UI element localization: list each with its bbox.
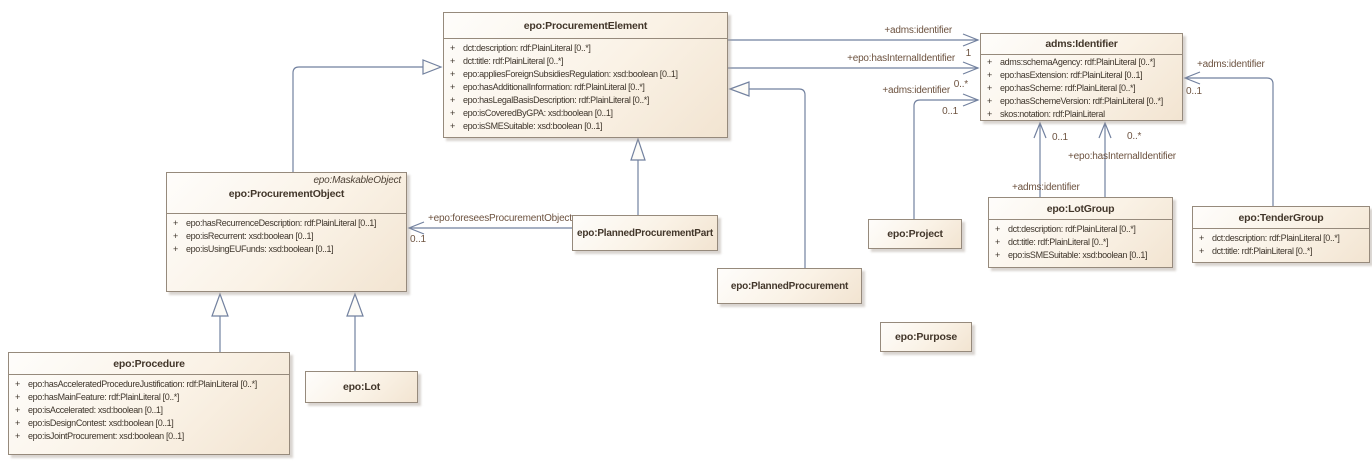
attribute-row: +epo:hasScheme: rdf:PlainLiteral [0..*] <box>987 83 1136 93</box>
class-epo-tender-group[interactable]: epo:TenderGroup +dct:description: rdf:Pl… <box>1192 206 1370 263</box>
attribute-row: +epo:hasLegalBasisDescription: rdf:Plain… <box>450 95 650 105</box>
generalization-procurementobject-to-procurementelement <box>292 59 443 172</box>
attribute-row: +epo:isSMESuitable: xsd:boolean [0..1] <box>450 121 603 131</box>
multiplicity-label: 0..1 <box>1186 86 1203 97</box>
class-epo-procurement-element[interactable]: epo:ProcurementElement +dct:description:… <box>443 12 728 138</box>
association-label: +adms:identifier <box>1012 182 1081 193</box>
class-epo-procedure[interactable]: epo:Procedure +epo:hasAcceleratedProcedu… <box>8 352 290 455</box>
multiplicity-label: 0..* <box>1127 131 1142 142</box>
class-epo-purpose[interactable]: epo:Purpose <box>880 322 972 352</box>
class-epo-lot-group[interactable]: epo:LotGroup +dct:description: rdf:Plain… <box>988 197 1173 268</box>
association-tendergroup-adms-identifier: +adms:identifier 0..1 <box>1183 59 1274 206</box>
attribute-row: +epo:isJointProcurement: xsd:boolean [0.… <box>15 431 184 441</box>
association-label: +adms:identifier <box>884 25 953 36</box>
attribute-row: +dct:title: rdf:PlainLiteral [0..*] <box>450 56 564 66</box>
attribute-row: +dct:description: rdf:PlainLiteral [0..*… <box>995 224 1136 234</box>
class-epo-lot[interactable]: epo:Lot <box>305 371 418 403</box>
class-title: epo:Lot <box>342 381 381 393</box>
attribute-row: +epo:hasAcceleratedProcedureJustificatio… <box>15 379 257 389</box>
attribute-row: +adms:schemaAgency: rdf:PlainLiteral [0.… <box>987 57 1155 67</box>
generalization-lot-to-procurementobject <box>346 292 364 371</box>
generalization-procedure-to-procurementobject <box>211 292 229 352</box>
attribute-row: +epo:hasSchemeVersion: rdf:PlainLiteral … <box>987 96 1163 106</box>
attribute-row: +skos:notation: rdf:PlainLiteral <box>987 109 1105 119</box>
association-lotgroup-hasinternalidentifier: +epo:hasInternalIdentifier 0..* <box>1068 121 1177 197</box>
generalization-plannedprocurementpart-to-procurementelement <box>630 137 646 215</box>
multiplicity-label: 0..1 <box>942 106 959 117</box>
class-epo-procurement-object[interactable]: epo:MaskableObject epo:ProcurementObject… <box>166 172 407 292</box>
attribute-row: +epo:isUsingEUFunds: xsd:boolean [0..1] <box>173 244 334 254</box>
association-label: +epo:foreseesProcurementObject <box>428 213 572 224</box>
association-label: +adms:identifier <box>882 85 951 96</box>
attribute-row: +dct:description: rdf:PlainLiteral [0..*… <box>1199 233 1340 243</box>
class-stereotype: epo:MaskableObject <box>313 175 401 186</box>
multiplicity-label: 0..1 <box>1052 132 1069 143</box>
multiplicity-label: 0..* <box>954 79 969 90</box>
attribute-row: +dct:title: rdf:PlainLiteral [0..*] <box>995 237 1109 247</box>
attribute-compartment: +adms:schemaAgency: rdf:PlainLiteral [0.… <box>981 55 1182 121</box>
generalization-plannedprocurement-to-procurementelement <box>728 81 806 268</box>
attribute-compartment: +epo:hasAcceleratedProcedureJustificatio… <box>9 375 289 443</box>
attribute-row: +epo:isSMESuitable: xsd:boolean [0..1] <box>995 250 1148 260</box>
association-project-adms-identifier: +adms:identifier 0..1 <box>882 85 980 219</box>
class-epo-planned-procurement[interactable]: epo:PlannedProcurement <box>717 268 862 304</box>
attribute-row: +epo:hasExtension: rdf:PlainLiteral [0..… <box>987 70 1143 80</box>
attribute-compartment: +dct:description: rdf:PlainLiteral [0..*… <box>989 220 1172 262</box>
multiplicity-label: 0..1 <box>410 234 427 245</box>
class-title: epo:Purpose <box>895 331 957 343</box>
attribute-row: +dct:title: rdf:PlainLiteral [0..*] <box>1199 246 1313 256</box>
class-adms-identifier[interactable]: adms:Identifier +adms:schemaAgency: rdf:… <box>980 33 1183 121</box>
attribute-row: +epo:hasMainFeature: rdf:PlainLiteral [0… <box>15 392 180 402</box>
attribute-row: +epo:isCoveredByGPA: xsd:boolean [0..1] <box>450 108 613 118</box>
class-title: epo:Project <box>887 228 943 240</box>
multiplicity-label: 1 <box>966 48 972 59</box>
association-label: +epo:hasInternalIdentifier <box>1068 151 1177 162</box>
association-label: +adms:identifier <box>1197 59 1266 70</box>
association-label: +epo:hasInternalIdentifier <box>847 53 956 64</box>
attribute-compartment: +dct:description: rdf:PlainLiteral [0..*… <box>444 39 727 133</box>
association-plannedprocurementpart-foreseesprocurementobject: +epo:foreseesProcurementObject 0..1 <box>407 213 572 245</box>
attribute-row: +epo:hasAdditionalInformation: rdf:Plain… <box>450 82 645 92</box>
attribute-row: +epo:isRecurrent: xsd:boolean [0..1] <box>173 231 314 241</box>
class-title: epo:ProcurementElement <box>523 19 648 32</box>
class-title: epo:ProcurementObject <box>228 188 345 200</box>
attribute-row: +epo:hasRecurrenceDescription: rdf:Plain… <box>173 218 377 228</box>
attribute-row: +epo:isAccelerated: xsd:boolean [0..1] <box>15 405 163 415</box>
attribute-row: +epo:appliesForeignSubsidiesRegulation: … <box>450 69 678 79</box>
class-title: epo:PlannedProcurement <box>730 280 849 292</box>
class-title: epo:Procedure <box>113 357 185 370</box>
association-procurementelement-adms-identifier: +adms:identifier 1 <box>728 25 980 59</box>
class-title: epo:LotGroup <box>1046 202 1115 215</box>
association-lotgroup-adms-identifier: +adms:identifier 0..1 <box>1012 121 1081 197</box>
class-title: epo:PlannedProcurementPart <box>577 227 713 239</box>
attribute-compartment: +dct:description: rdf:PlainLiteral [0..*… <box>1193 229 1369 258</box>
class-title: adms:Identifier <box>1045 38 1118 50</box>
attribute-compartment: +epo:hasRecurrenceDescription: rdf:Plain… <box>167 214 406 256</box>
attribute-row: +epo:isDesignContest: xsd:boolean [0..1] <box>15 418 174 428</box>
attribute-row: +dct:description: rdf:PlainLiteral [0..*… <box>450 43 591 53</box>
class-epo-planned-procurement-part[interactable]: epo:PlannedProcurementPart <box>572 215 718 251</box>
association-procurementelement-hasinternalidentifier: +epo:hasInternalIdentifier 0..* <box>728 53 980 90</box>
class-title: epo:TenderGroup <box>1238 211 1324 224</box>
class-epo-project[interactable]: epo:Project <box>868 219 962 249</box>
